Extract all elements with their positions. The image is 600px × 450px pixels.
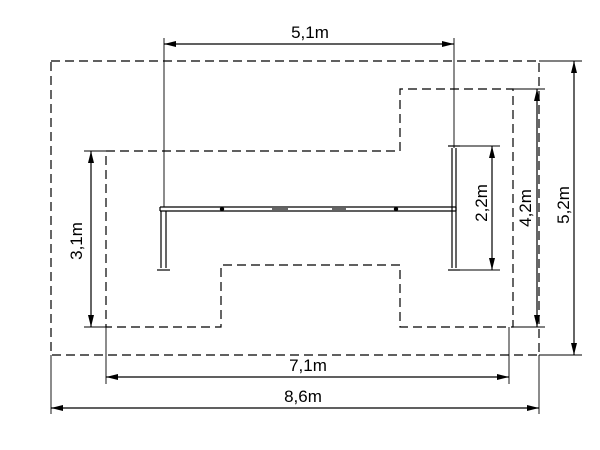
- dimension-post-spacing: [456, 145, 500, 271]
- label-beam-span: 5,1m: [291, 23, 329, 42]
- dimension-inner-width: [105, 327, 510, 384]
- outer-safety-area: [50, 60, 540, 356]
- dimension-inner-height: [513, 88, 545, 328]
- label-outer-width: 8,6m: [284, 387, 322, 406]
- label-outer-height: 5,2m: [554, 186, 573, 224]
- label-inner-height: 4,2m: [516, 189, 535, 227]
- equipment-beam: [159, 206, 457, 212]
- label-inner-width: 7,1m: [289, 356, 327, 375]
- dimension-left-height: [84, 150, 106, 328]
- dimension-beam-span: [163, 38, 455, 207]
- label-left-height: 3,1m: [67, 222, 86, 260]
- label-post-spacing: 2,2m: [472, 184, 491, 222]
- inner-impact-area: [105, 88, 514, 328]
- equipment-left-post: [157, 211, 170, 271]
- dimension-outer-width: [50, 355, 540, 414]
- dimension-outer-height: [539, 60, 582, 356]
- equipment-right-post: [448, 145, 460, 271]
